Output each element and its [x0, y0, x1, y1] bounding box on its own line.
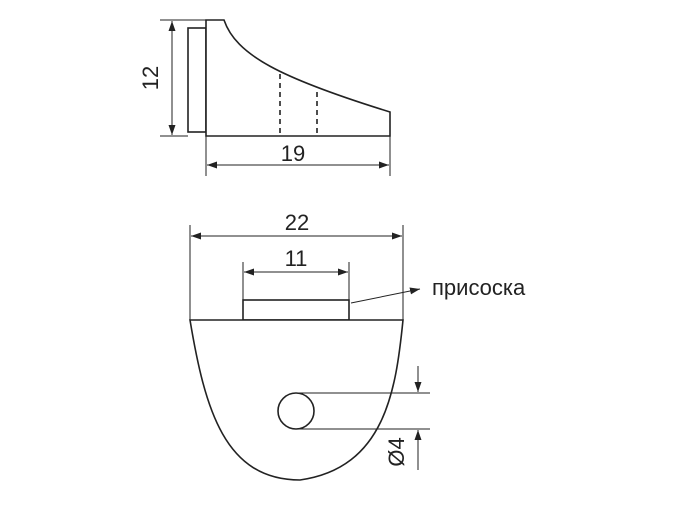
top-view: [189, 299, 404, 481]
side-view: [187, 19, 391, 137]
top-suction-pad: [242, 299, 350, 321]
side-bracket-body: [205, 19, 391, 137]
callout-leader: [350, 287, 421, 304]
pad-width-label: 11: [285, 246, 308, 271]
side-length-label: 19: [281, 141, 305, 166]
suction-pad-label: присоска: [432, 275, 526, 300]
side-suction-pad: [187, 27, 207, 133]
top-width-dimension: [189, 225, 404, 320]
side-height-label: 12: [138, 66, 163, 90]
pad-width-dimension: [242, 262, 350, 300]
side-height-dimension: [160, 19, 206, 137]
top-hole: [277, 392, 315, 430]
hole-diameter-label: Ø4: [384, 437, 409, 466]
side-length-dimension: [205, 136, 391, 176]
hole-diameter-dimension: [296, 366, 430, 470]
suction-pad-callout: [350, 287, 421, 304]
top-width-label: 22: [285, 210, 309, 235]
